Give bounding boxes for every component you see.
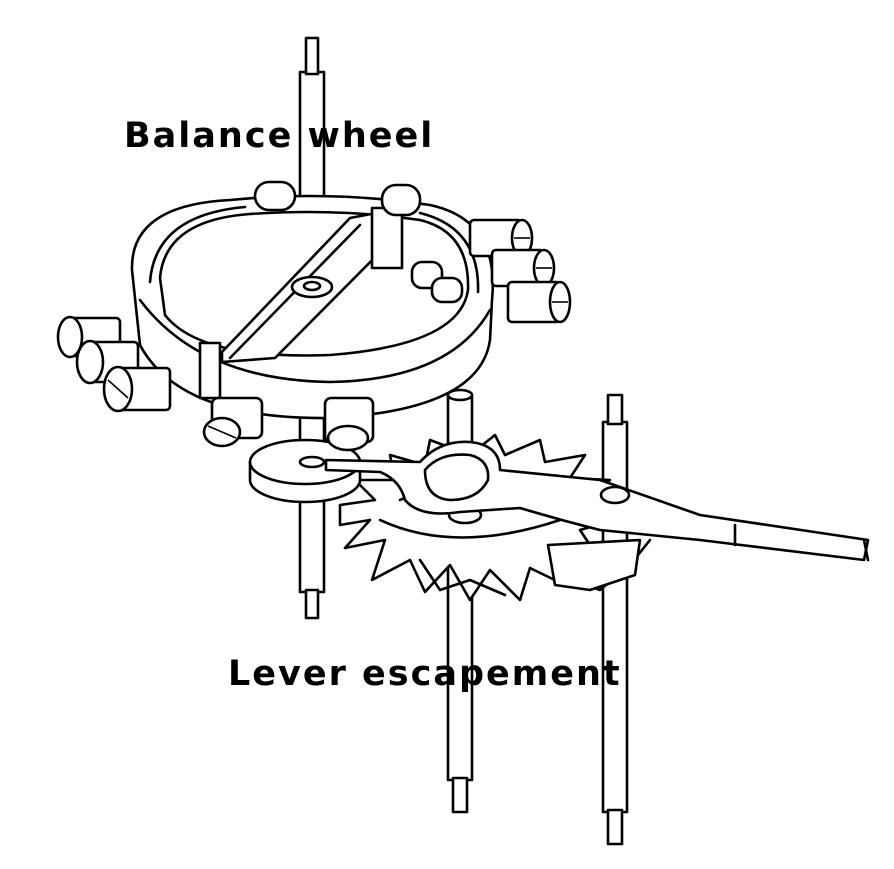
pallet-lever	[324, 440, 870, 592]
screw-bottom-1	[202, 396, 264, 448]
screw-right-3	[506, 280, 572, 324]
balance-wheel	[130, 194, 495, 420]
screw-left-3	[102, 365, 172, 413]
screw-right-1	[468, 218, 534, 258]
screw-right-2	[490, 248, 556, 288]
pallet-arbor	[601, 393, 629, 846]
roller-table	[248, 438, 362, 504]
screw-bottom-2	[323, 396, 375, 452]
screw-inner-2	[430, 276, 464, 304]
screw-top-2	[380, 183, 422, 217]
lever-escapement-label: Lever escapement	[228, 654, 622, 694]
balance-wheel-label: Balance wheel	[124, 116, 435, 156]
balance-screws	[56, 180, 572, 452]
screw-top-1	[253, 180, 297, 212]
